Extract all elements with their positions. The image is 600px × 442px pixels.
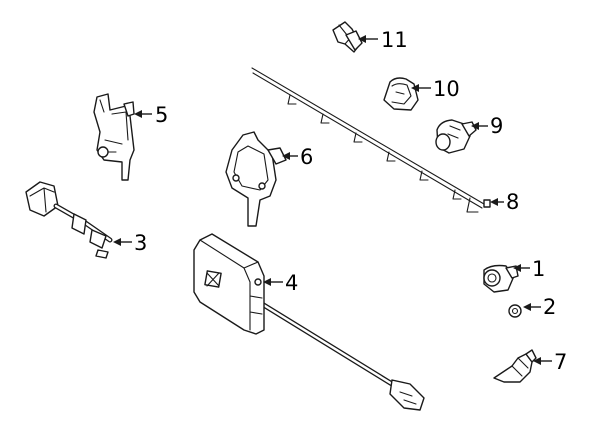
part-6-bracket-plate[interactable] <box>225 131 287 227</box>
callout-2: 2 <box>543 295 556 319</box>
part-5-bracket[interactable] <box>93 93 135 181</box>
arrow-1 <box>513 264 530 272</box>
callout-11: 11 <box>381 28 408 52</box>
callout-8: 8 <box>506 190 519 214</box>
arrow-11 <box>358 35 378 43</box>
callout-5: 5 <box>155 103 168 127</box>
arrow-10 <box>411 84 431 92</box>
callout-4: 4 <box>285 271 298 295</box>
part-10-sensor-bracket[interactable] <box>383 77 419 111</box>
arrow-6 <box>282 152 298 160</box>
arrow-8 <box>490 198 504 206</box>
callout-9: 9 <box>490 114 503 138</box>
part-11-clip[interactable] <box>332 21 363 53</box>
arrow-7 <box>533 357 552 365</box>
callout-7: 7 <box>554 350 567 374</box>
arrow-4 <box>263 278 283 286</box>
callout-10: 10 <box>433 77 460 101</box>
part-7-connector-pin[interactable] <box>493 349 537 383</box>
part-8-wire-harness[interactable] <box>251 67 491 213</box>
arrow-3 <box>113 238 132 246</box>
arrow-2 <box>523 303 541 311</box>
part-3-cable[interactable] <box>25 181 113 259</box>
part-9-sensor[interactable] <box>435 119 477 154</box>
callout-1: 1 <box>532 257 545 281</box>
callout-3: 3 <box>134 231 147 255</box>
arrow-9 <box>471 122 488 130</box>
arrow-5 <box>134 110 152 118</box>
part-2-seal-ring[interactable] <box>508 304 522 318</box>
callout-6: 6 <box>300 145 313 169</box>
part-4-control-module[interactable] <box>193 233 425 411</box>
part-1-sensor[interactable] <box>483 264 519 293</box>
